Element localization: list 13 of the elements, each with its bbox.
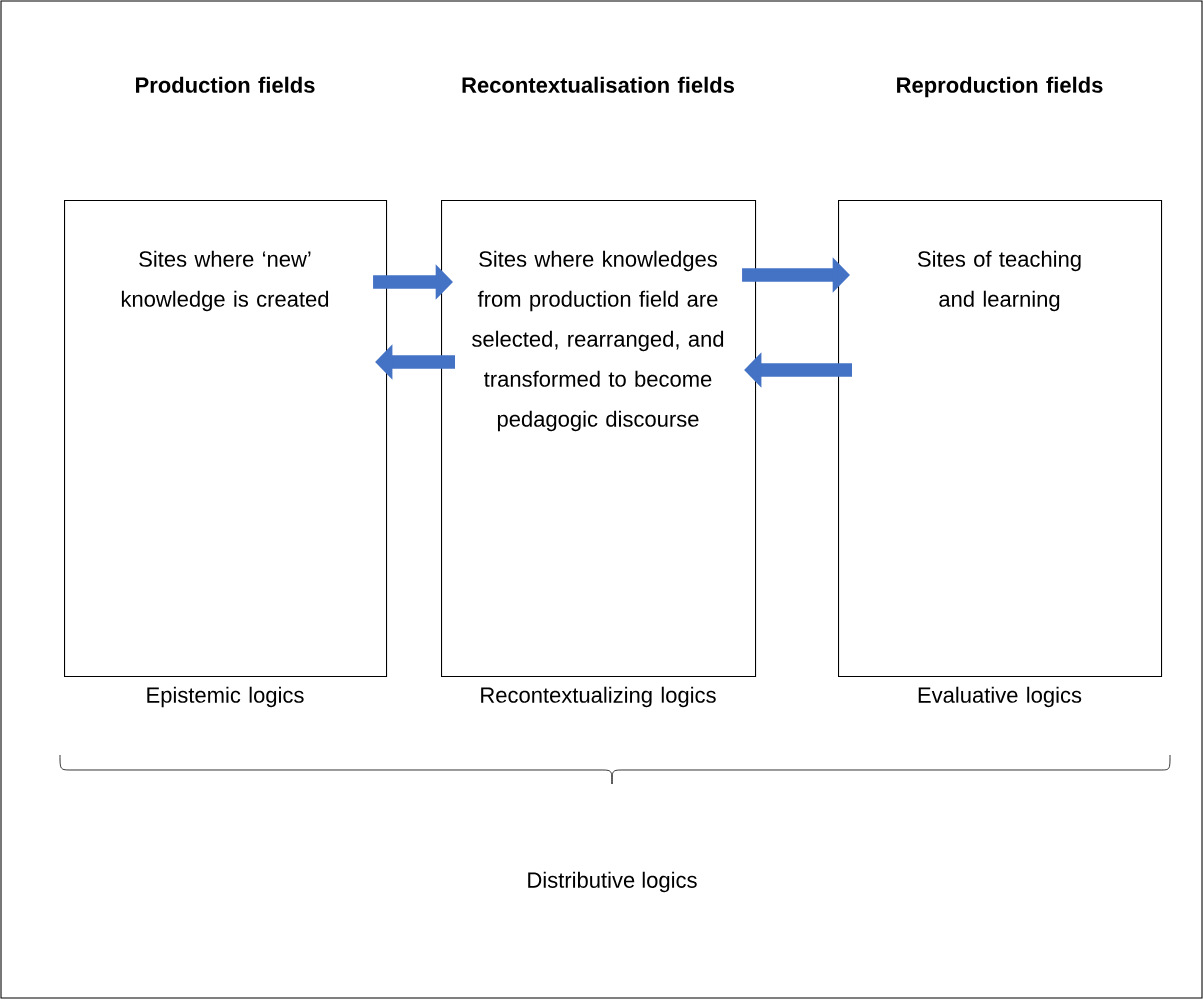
logic-label: Recontextualizing logics (481, 686, 716, 708)
box-text: Sites of teaching and learning (917, 250, 1081, 312)
field-heading: Recontextualisation fields (462, 76, 734, 93)
logic-label: Evaluative logics (918, 686, 1082, 708)
logic-label: Epistemic logics (147, 686, 304, 708)
box-text: Sites where knowledges from production field are selected, rearranged, and transformed to become pedagogic discourse (472, 250, 724, 432)
field-box (64, 76, 388, 708)
field-box (441, 76, 757, 708)
field-heading: Reproduction fields (897, 76, 1103, 98)
field-box (838, 76, 1163, 708)
logic-label: Distributive logics (528, 871, 697, 893)
box-text: Sites where ‘new’ knowledge is created (121, 250, 329, 312)
field-heading: Production fields (136, 76, 315, 93)
